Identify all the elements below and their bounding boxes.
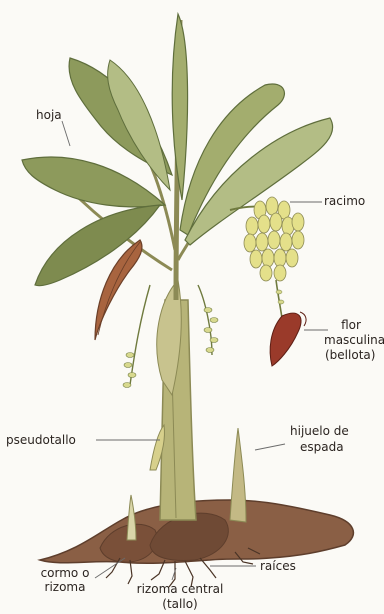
label-rizoma-central-line2: (tallo) — [130, 597, 230, 611]
label-hijuelo-line2: espada — [300, 440, 344, 454]
label-pseudotallo: pseudotallo — [6, 433, 76, 447]
label-cormo-line1: cormo o — [30, 566, 100, 580]
label-rizoma-central-line1: rizoma central — [130, 582, 230, 596]
label-bellota: (bellota) — [325, 348, 375, 362]
banana-bunch — [244, 197, 304, 281]
label-hoja: hoja — [36, 108, 62, 122]
label-hijuelo-line1: hijuelo de — [290, 424, 349, 438]
label-cormo-line2: rizoma — [30, 580, 100, 594]
leaf-hoja — [22, 157, 165, 207]
male-flower-bellota — [270, 313, 301, 366]
label-flor: flor — [326, 318, 376, 332]
sword-sucker — [230, 428, 246, 522]
small-sprout — [127, 495, 136, 540]
label-racimo: racimo — [324, 194, 365, 208]
leaf-top — [172, 14, 187, 200]
label-masculina: masculina — [324, 333, 384, 347]
label-raices: raíces — [260, 559, 296, 573]
